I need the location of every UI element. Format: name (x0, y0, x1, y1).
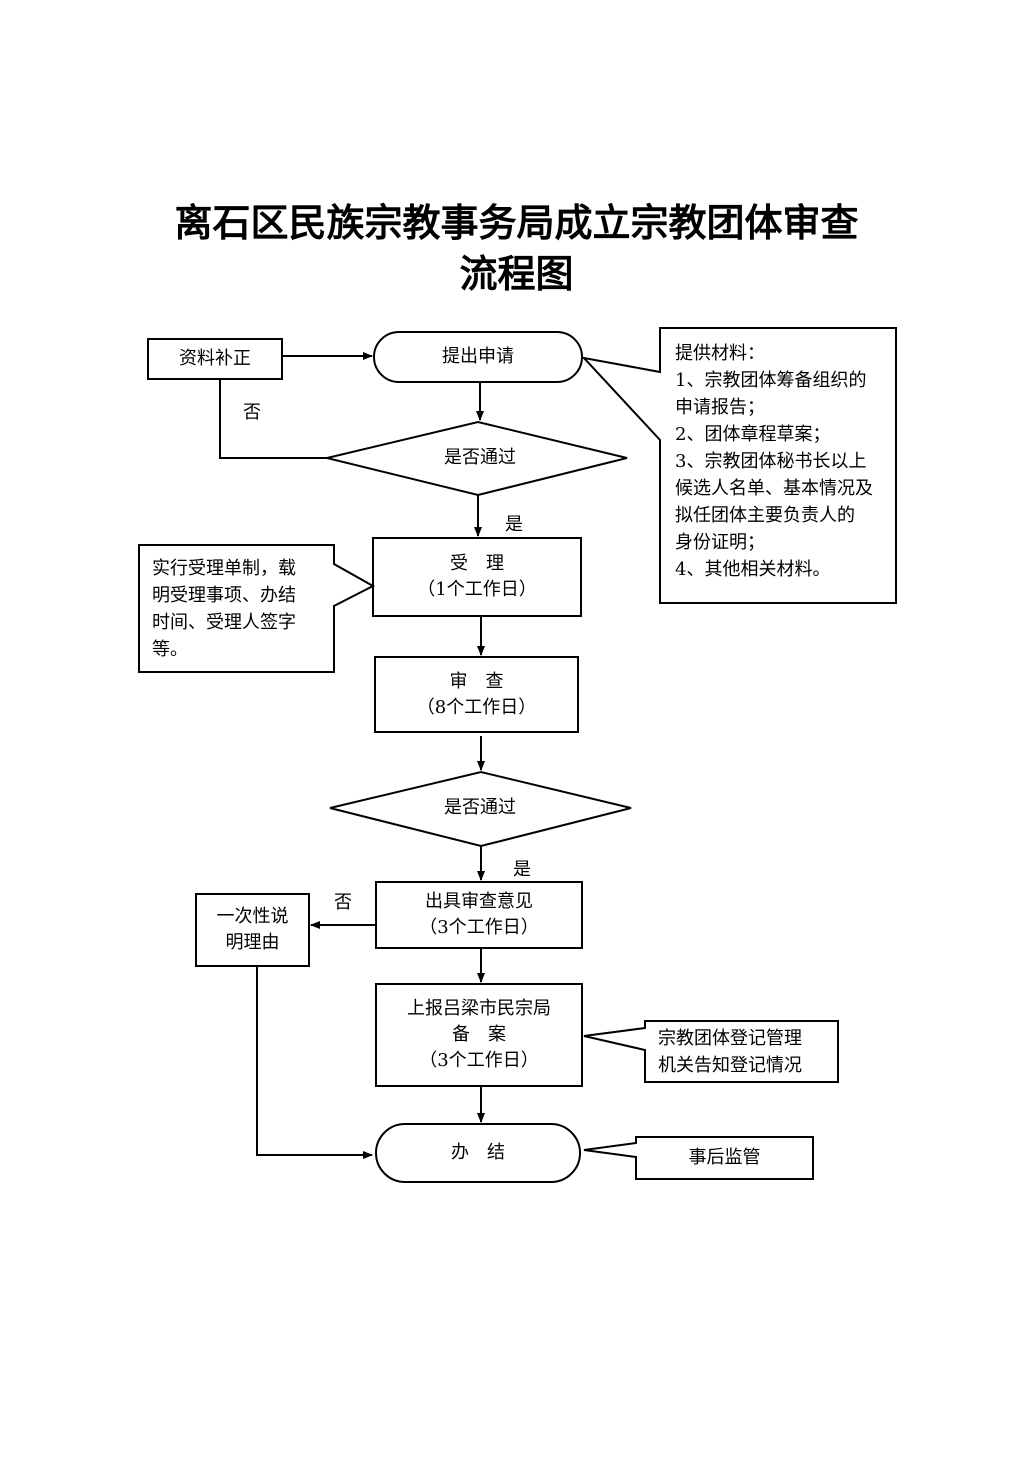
review-label: 审 查 （8个工作日） (416, 670, 537, 718)
explain-box (195, 893, 310, 967)
accept-label: 受 理 （1个工作日） (417, 553, 537, 600)
apply-label: 提出申请 (442, 346, 514, 367)
report-label: 上报吕梁市民宗局 备 案 （3个工作日） (407, 998, 551, 1071)
opinion-label: 出具审查意见 （3个工作日） (419, 891, 539, 938)
page-subtitle: 流程图 (459, 252, 574, 296)
accept-note: 实行受理单制，载 明受理事项、办结 时间、受理人签字 等。 (152, 558, 296, 660)
no-label-1: 否 (243, 402, 261, 423)
decision1-diamond (326, 420, 628, 497)
decision2-label: 是否通过 (444, 797, 516, 818)
decision1-no-line (219, 379, 327, 459)
accept-box (372, 537, 582, 617)
accept-note-callout (138, 544, 376, 673)
supervision-note: 事后监管 (688, 1147, 761, 1168)
materials-note: 提供材料： 1、宗教团体筹备组织的 申请报告； 2、团体章程草案； 3、宗教团体… (675, 343, 873, 580)
complete-label: 办 结 (451, 1142, 505, 1163)
registration-note: 宗教团体登记管理 机关告知登记情况 (658, 1028, 802, 1076)
explain-label: 一次性说 明理由 (216, 906, 289, 953)
supplement-box (147, 338, 283, 380)
supplement-label: 资料补正 (179, 348, 251, 369)
review-box (374, 656, 579, 733)
no-label-2: 否 (334, 892, 352, 913)
report-box (375, 983, 583, 1087)
decision1-label: 是否通过 (444, 447, 516, 468)
decision2-diamond (329, 770, 632, 848)
materials-callout (581, 327, 897, 604)
complete-terminal (375, 1123, 581, 1183)
registration-callout (583, 1020, 839, 1083)
yes-label-2: 是 (513, 859, 531, 880)
supervision-callout (583, 1136, 814, 1180)
yes-label-1: 是 (505, 514, 523, 535)
opinion-box (375, 881, 583, 949)
explain-to-complete-arrow (256, 966, 373, 1159)
page-title: 离石区民族宗教事务局成立宗教团体审查 (174, 201, 859, 245)
